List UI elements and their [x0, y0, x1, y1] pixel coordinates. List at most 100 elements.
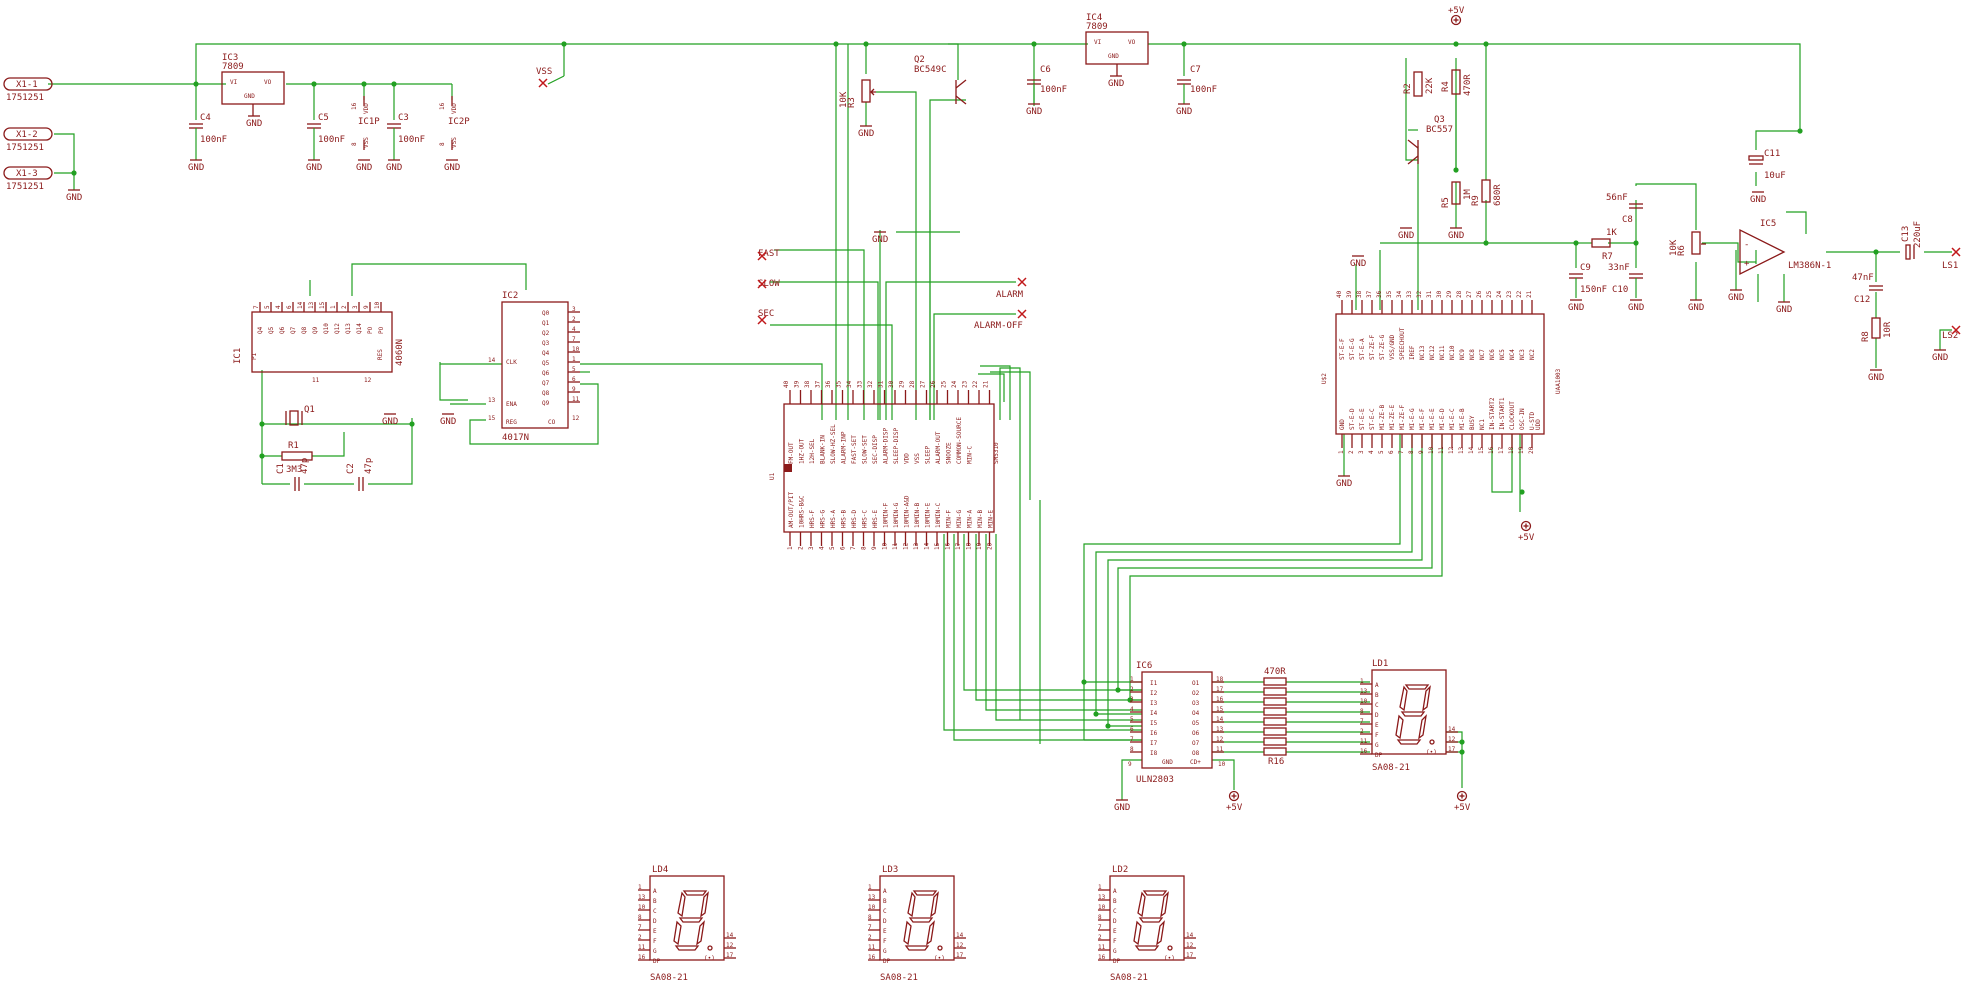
- uln-out-label: O6: [1192, 730, 1200, 737]
- svg-text:SA08-21: SA08-21: [650, 973, 688, 983]
- radio-top-pin-number: 32: [1416, 290, 1423, 298]
- radio-bottom-pin-label: MI-ZE-B: [1379, 404, 1386, 430]
- resistor-r9: R9 680R: [1471, 179, 1503, 206]
- uln-in-number: 5: [1130, 716, 1134, 723]
- svg-text:RES: RES: [377, 349, 384, 360]
- ground-label: GND: [872, 235, 888, 245]
- ground-label: GND: [386, 163, 402, 173]
- ic2-pin-label: Q5: [542, 360, 550, 367]
- ic1-pin-label: Q13: [345, 323, 352, 334]
- uln-out-number: 11: [1216, 746, 1224, 753]
- capacitor-c5: C5 100nF: [306, 113, 345, 160]
- radio-bottom-pin-label: IN-START2: [1489, 397, 1496, 430]
- svg-text:22K: 22K: [1425, 77, 1435, 94]
- power-pins-ic1p: IC1P 16 VDD 8 VSS: [351, 96, 380, 150]
- clock-top-pin-number: 31: [878, 380, 885, 388]
- display-pin-label: F: [1375, 732, 1379, 739]
- resistor-r4: R4 470R: [1441, 69, 1473, 96]
- ic1-pin-number: 4: [275, 305, 282, 309]
- capacitor-c4: C4 100nF: [188, 113, 227, 160]
- svg-text:SA08-21: SA08-21: [1372, 763, 1410, 773]
- capacitor-c7: C7 100nF: [1176, 65, 1217, 104]
- radio-top-pin-label: SPEECHOUT: [1399, 327, 1406, 360]
- display-common-number: 14: [726, 932, 734, 939]
- display-pin-label: G: [883, 948, 887, 955]
- clock-bottom-pin-label: 10MIN-A&D: [904, 495, 911, 528]
- ground-label: GND: [1932, 353, 1948, 363]
- radio-bottom-pin-number: 6: [1388, 450, 1395, 454]
- clock-top-pin-number: 32: [867, 380, 874, 388]
- display-pin-label: G: [1113, 948, 1117, 955]
- ic2-pin-number: 9: [572, 386, 576, 393]
- radio-bottom-pin-label: MI-E-E: [1429, 408, 1436, 430]
- svg-text:GND: GND: [244, 93, 255, 100]
- clock-top-pin-label: BLANK-IN: [820, 435, 827, 464]
- supply-symbol: [1520, 520, 1532, 532]
- clock-top-pin-label: ALARM-INP: [841, 431, 848, 464]
- svg-text:470R: 470R: [1264, 667, 1286, 677]
- capacitor-c11: C11 10uF: [1748, 149, 1786, 181]
- radio-top-pin-number: 39: [1346, 290, 1353, 298]
- capacitor-c6: C6 100nF: [1026, 65, 1067, 104]
- svg-text:U1: U1: [769, 472, 776, 480]
- radio-bottom-pin-number: 7: [1398, 450, 1405, 454]
- uln-out-number: 17: [1216, 686, 1224, 693]
- ic2-pin-number: 3: [572, 306, 576, 313]
- svg-text:14: 14: [488, 357, 496, 364]
- ground-label: GND: [356, 163, 372, 173]
- ic2-pin-number: 2: [572, 316, 576, 323]
- ic1-pin-number: 13: [308, 301, 315, 309]
- ic2-pin-label: Q9: [542, 400, 550, 407]
- radio-top-pin-number: 25: [1486, 290, 1493, 298]
- uln-out-label: O3: [1192, 700, 1200, 707]
- clock-top-pin-label: VDD: [904, 453, 911, 464]
- uln-in-label: I1: [1150, 680, 1158, 687]
- power-pins-ic2p: IC2P 16 VDD 8 VSS: [439, 96, 470, 150]
- display-pin-number: 8: [638, 914, 642, 921]
- ground-label: GND: [1728, 293, 1744, 303]
- display-pin-label: D: [653, 918, 657, 925]
- clock-top-pin-number: 29: [899, 380, 906, 388]
- radio-top-pin-label: NC12: [1429, 345, 1436, 360]
- ground-label: GND: [1628, 303, 1644, 313]
- clock-bottom-pin-number: 10: [882, 542, 889, 550]
- svg-text:C5: C5: [318, 113, 329, 123]
- clock-top-pin-number: 39: [794, 380, 801, 388]
- ground-label: GND: [188, 163, 204, 173]
- capacitor-c2: C2 47p: [346, 458, 374, 491]
- radio-top-pin-number: 21: [1526, 290, 1533, 298]
- svg-text:C1: C1: [276, 463, 286, 474]
- svg-text:16: 16: [439, 102, 446, 110]
- radio-top-pin-number: 34: [1396, 290, 1403, 298]
- uln-in-number: 1: [1130, 676, 1134, 683]
- display-pin-number: 16: [1360, 748, 1368, 755]
- clock-top-pin-label: 12H-SEL: [809, 438, 816, 464]
- uln-in-label: I3: [1150, 700, 1158, 707]
- radio-bottom-pin-label: MI-ZE-F: [1399, 404, 1406, 430]
- svg-text:GND: GND: [1108, 53, 1119, 60]
- display-pin-number: 1: [638, 884, 642, 891]
- radio-top-pin-label: NC7: [1479, 349, 1486, 360]
- radio-bottom-pin-label: MI-E-B: [1459, 408, 1466, 430]
- clock-top-pin-label: MIN-C: [967, 446, 974, 464]
- svg-text:15: 15: [488, 415, 496, 422]
- clock-bottom-pin-number: 13: [913, 542, 920, 550]
- display-ld4: LD4 SA08-21 A1B13C10D8E7F2G11DP16141217(…: [638, 865, 736, 983]
- svg-text:10R: 10R: [1883, 321, 1893, 338]
- clock-top-pin-label: COMMON-SOURCE: [956, 417, 963, 464]
- array-resistor: [1263, 727, 1287, 736]
- radio-bottom-pin-label: OSC-IN: [1519, 408, 1526, 430]
- display-common-number: 12: [956, 942, 964, 949]
- display-pin-label: B: [883, 898, 887, 905]
- clock-bottom-pin-label: 10MIN-E: [925, 502, 932, 528]
- resistor-r7: R7 1K: [1591, 228, 1617, 262]
- svg-text:IC2: IC2: [502, 291, 518, 301]
- uln-out-number: 16: [1216, 696, 1224, 703]
- ic1-pin-number: 14: [297, 301, 304, 309]
- svg-text:CLK: CLK: [506, 359, 517, 366]
- display-pin-number: 2: [1360, 728, 1364, 735]
- display-pin-label: B: [1113, 898, 1117, 905]
